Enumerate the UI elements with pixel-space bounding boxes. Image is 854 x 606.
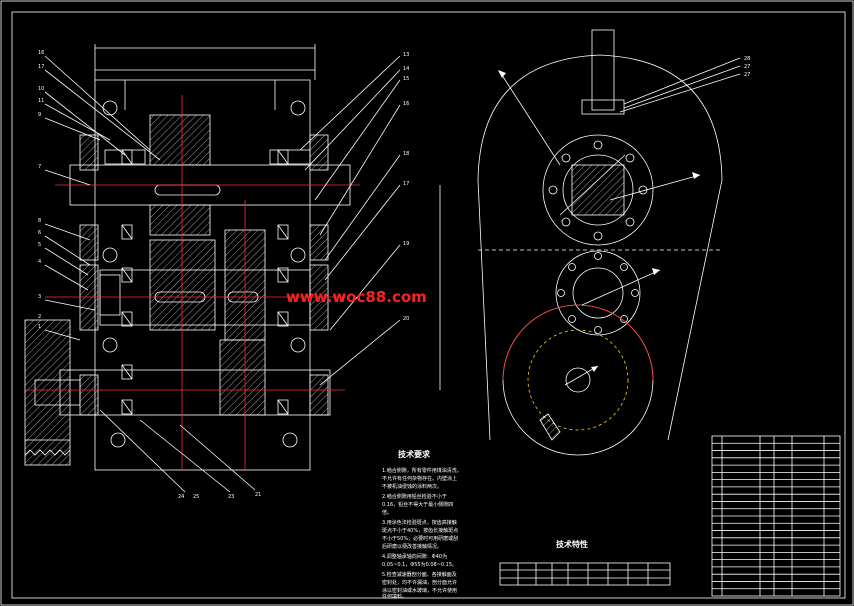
callout-number: 1 [38, 324, 41, 330]
callouts-right: 13 14 15 16 18 17 19 20 [403, 52, 409, 322]
tech-requirement-line: 3.用涂色法检验斑点，按齿高接触 [382, 519, 457, 526]
tech-requirements-block: 技术要求 1.啮合侧隙，所有零件用煤油清洗。 不允许有任何杂物存在。内壁涂上 不… [382, 449, 462, 600]
tech-requirement-line: 不被机油侵蚀的涂料两次。 [382, 483, 442, 490]
callout-number: 7 [38, 164, 41, 170]
callout-number: 2 [38, 314, 41, 320]
callout-number: 28 [744, 56, 750, 62]
callout-number: 24 [178, 494, 184, 500]
callout-number: 5 [38, 242, 41, 248]
callout-number: 17 [38, 64, 44, 70]
callout-number: 9 [38, 112, 41, 118]
tech-requirement-line: 4.调整轴承轴向间隙：Φ40为 [382, 553, 447, 560]
tech-requirement-line: 不小于50%，必要时可用研磨或刮 [382, 535, 458, 542]
callout-number: 10 [38, 86, 44, 92]
callout-number: 8 [38, 218, 41, 224]
tech-requirement-line: 5.检查减速器剖分面、各接触面及 [382, 571, 457, 578]
callout-number: 19 [403, 241, 409, 247]
callout-number: 14 [403, 66, 409, 72]
tech-requirement-line: 2.啮合侧隙用铅丝检验不小于 [382, 493, 447, 500]
callout-number: 27 [744, 72, 750, 78]
tech-characteristics-block: 技术特性 [499, 539, 671, 586]
callouts-top-right: 28 27 27 [744, 56, 750, 78]
side-view [477, 29, 741, 456]
tech-requirement-line: 涂以密封油或水玻璃，不允许使用 [382, 587, 457, 594]
callout-number: 25 [193, 494, 199, 500]
callout-number: 4 [38, 259, 41, 265]
callout-number: 21 [255, 492, 261, 498]
parts-list-table [711, 435, 841, 597]
section-view [24, 44, 441, 493]
tech-requirement-line: 密封处，均不许漏油，剖分面允许 [382, 579, 457, 586]
callout-number: 16 [38, 50, 44, 56]
callout-number: 11 [38, 98, 44, 104]
watermark-text: www.woc88.com [286, 288, 427, 306]
callouts-bottom: 24 25 23 21 [178, 492, 261, 500]
callout-number: 20 [403, 316, 409, 322]
tech-requirement-line: 斑点不小于40%，按齿长接触斑点 [382, 527, 458, 534]
callout-number: 17 [403, 181, 409, 187]
tech-requirements-title: 技术要求 [398, 449, 431, 459]
callout-number: 3 [38, 294, 41, 300]
tech-requirement-line: 倍。 [382, 509, 392, 516]
callout-number: 13 [403, 52, 409, 58]
inner-frame [11, 11, 846, 599]
tech-requirement-line: 后研磨以便改善接触情况。 [382, 543, 442, 550]
tech-characteristics-title: 技术特性 [556, 539, 588, 549]
callouts-left: 16 17 10 11 9 7 8 6 5 4 3 2 1 [38, 50, 44, 330]
callout-number: 23 [228, 494, 234, 500]
callout-number: 6 [38, 230, 41, 236]
tech-requirement-line: 0.05~0.1，Φ55为0.08~0.15。 [382, 561, 457, 568]
callout-number: 15 [403, 76, 409, 82]
tech-requirement-line: 任何填料。 [382, 593, 407, 600]
tech-requirement-line: 1.啮合侧隙，所有零件用煤油清洗。 [382, 467, 462, 474]
tech-requirement-line: 0.16，铅丝不得大于最小侧隙四 [382, 501, 453, 508]
tech-requirement-line: 不允许有任何杂物存在。内壁涂上 [382, 475, 457, 482]
callout-number: 16 [403, 101, 409, 107]
callout-number: 27 [744, 64, 750, 70]
callout-number: 18 [403, 151, 409, 157]
